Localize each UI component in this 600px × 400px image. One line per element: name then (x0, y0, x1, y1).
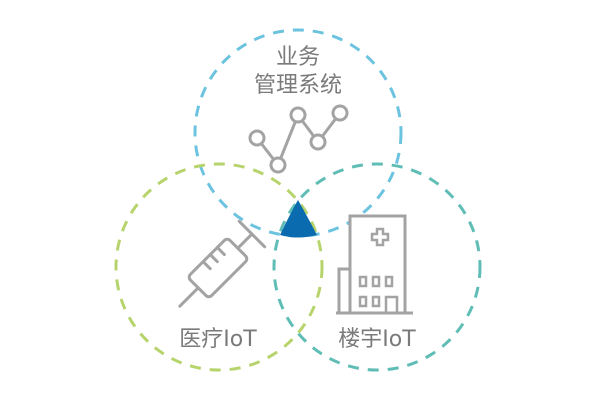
intersection-triangle (280, 200, 317, 238)
business-system-line1: 业务 (275, 45, 320, 70)
trend-chart-icon (248, 104, 349, 174)
building-iot-label: 楼宇IoT (338, 327, 416, 352)
syringe-icon (178, 219, 267, 308)
hospital-building-icon (336, 214, 413, 315)
business-system-line2: 管理系统 (253, 73, 342, 98)
building-iot-circle (272, 162, 482, 372)
medical-iot-label: 医疗IoT (179, 327, 257, 352)
medical-iot-circle (114, 162, 324, 372)
business-system-label: 业务 管理系统 (228, 44, 368, 100)
